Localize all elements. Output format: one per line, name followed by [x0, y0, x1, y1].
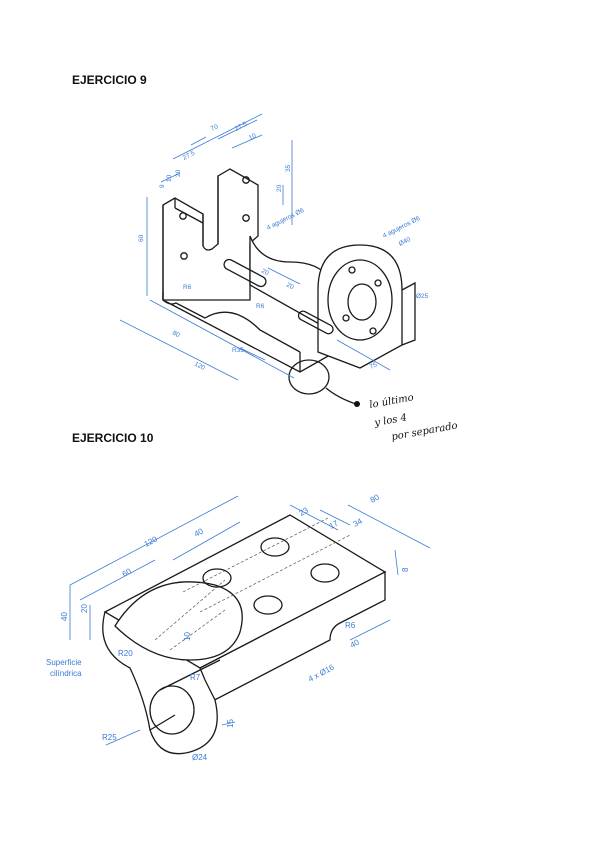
- ex10-dim-40b: 40: [60, 612, 69, 621]
- ex10-dim-80: 80: [369, 492, 382, 504]
- ex9-dim-120: 120: [193, 361, 206, 372]
- ex9-upright-plate: [162, 168, 259, 301]
- ex9-dia-25: Ø25: [416, 293, 429, 300]
- exercise-10-title: EJERCICIO 10: [72, 431, 154, 445]
- ex10-radius-20: R20: [118, 649, 133, 658]
- ex10-radius-7: R7: [190, 673, 201, 682]
- ex9-dim-20c: 20: [260, 268, 270, 278]
- ex9-dim-20b: 20: [276, 184, 283, 192]
- ex10-bore: [149, 685, 195, 735]
- ex10-hole-3: [310, 563, 340, 583]
- ex9-dia-40: Ø40: [398, 236, 412, 248]
- ex10-radius-25: R25: [102, 733, 117, 742]
- ex9-radius-6a: R6: [183, 284, 192, 291]
- exercise-9-title: EJERCICIO 9: [72, 73, 147, 87]
- ex10-dim-17: 17: [328, 518, 341, 530]
- ex10-dim-120: 120: [143, 534, 159, 548]
- ex9-radius-6b: R6: [256, 303, 265, 310]
- ex10-dim-34: 34: [352, 516, 365, 528]
- ex9-circle-mark: [288, 359, 330, 395]
- ex9-dim-10b: 10: [166, 174, 173, 182]
- ex10-surface-label-2: cilíndrica: [50, 669, 82, 678]
- ex10-radius-6: R6: [345, 621, 356, 630]
- ex9-dim-20d: 20: [285, 282, 295, 292]
- ex9-dim-35: 35: [285, 164, 292, 172]
- ex10-dim-23: 23: [298, 505, 311, 517]
- ex10-dia-24: Ø24: [192, 753, 208, 762]
- ex10-hole-4: [253, 595, 283, 615]
- ex9-radius-35: R35: [232, 347, 244, 354]
- ex10-hole-1: [260, 537, 290, 557]
- ex10-dim-10: 10: [183, 632, 192, 641]
- ex10-surface-label-1: Superficie: [46, 658, 82, 667]
- ex10-dim-8: 8: [401, 567, 410, 572]
- ex10-dim-15: 15: [226, 719, 235, 728]
- ex10-holes-16: 4 x Ø16: [307, 662, 336, 683]
- ex9-note-bullet: [354, 401, 360, 407]
- ex9-dim-10a: 10: [248, 132, 258, 142]
- ex10-dim-40c: 40: [349, 637, 362, 649]
- ex9-dim-70: 70: [210, 123, 220, 133]
- ex10-dim-40a: 40: [193, 526, 206, 538]
- ex9-dim-80: 80: [171, 330, 181, 340]
- ex9-dim-60: 60: [138, 234, 145, 242]
- ex10-left-boss: [102, 611, 218, 755]
- ex9-bearing-boss: [317, 244, 403, 369]
- ex10-dim-20: 20: [80, 604, 89, 613]
- ex10-right-face: [199, 570, 386, 707]
- ex9-dim-9: 9: [159, 184, 166, 188]
- ex10-hole-2: [202, 568, 232, 588]
- ex9-dim-75: 75: [369, 361, 379, 371]
- ex9-dim-20a: 20: [175, 169, 182, 177]
